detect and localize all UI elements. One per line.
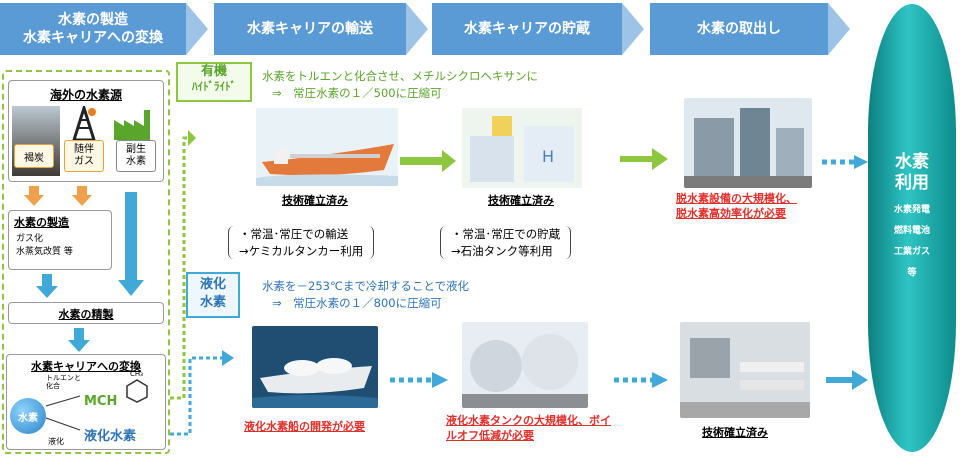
- liquefied-hydrogen-tag: 液化 水素: [186, 272, 240, 318]
- purification-box: [8, 302, 164, 324]
- arrow-to-use-icon: [826, 370, 868, 390]
- organic-extract-status: 脱水素設備の大規模化、 脱水素高効率化が必要: [676, 192, 797, 220]
- chevron-arrow-icon: [186, 3, 208, 55]
- hydrogen-use-list: 水素発電 燃料電池 工業ガス 等: [868, 200, 956, 285]
- step-transport-header: 水素キャリアの輸送: [214, 3, 406, 55]
- production-item: ガス化: [16, 234, 44, 244]
- arrow-icon: [400, 157, 444, 165]
- down-arrow-icon: [24, 186, 44, 206]
- down-arrow-icon: [36, 274, 58, 298]
- conversion-title: 水素キャリアへの変換: [31, 360, 141, 373]
- storage-note: ・常温･常圧での貯蔵 →石油タンク等利用: [440, 226, 572, 260]
- left-process-panel: [2, 70, 170, 454]
- storage-tank-image: H: [462, 108, 582, 188]
- step-extraction-header: 水素の取出し: [650, 3, 828, 55]
- chemical-tanker-image: [256, 108, 398, 186]
- liquefied-description: 水素を－253℃まで冷却することで液化 ⇒ 常圧水素の１／800に圧縮可: [262, 279, 470, 310]
- spherical-tank-image: [462, 322, 588, 408]
- liquefied-extraction-facility-image: [680, 322, 810, 418]
- production-item: 水蒸気改質 等: [16, 247, 73, 257]
- source-tag-byproduct: 副生 水素: [116, 140, 156, 172]
- hydrogen-circle: 水素: [10, 398, 46, 434]
- hydrogen-use-column: [868, 4, 956, 452]
- step-production-header: 水素の製造 水素キャリアへの変換: [0, 3, 186, 55]
- dotted-arrow-icon: [620, 148, 668, 170]
- production-title: 水素の製造: [14, 216, 69, 229]
- source-title: 海外の水素源: [49, 88, 122, 102]
- chevron-arrow-icon: [828, 3, 850, 55]
- down-arrow-icon: [72, 186, 92, 206]
- chevron-arrow-icon: [622, 3, 644, 55]
- use-item: 燃料電池: [893, 226, 930, 237]
- step-storage-header: 水素キャリアの貯蔵: [432, 3, 622, 55]
- liquid-hydrogen-label: 液化水素: [84, 429, 137, 444]
- toluene-label: トルエンと 化合: [46, 374, 81, 391]
- down-arrow-icon: [68, 328, 90, 352]
- liquefy-label: 液化: [48, 437, 64, 446]
- use-item: 等: [907, 268, 917, 279]
- liquefied-hydrogen-ship-image: [252, 326, 378, 408]
- organic-transport-status: 技術確立済み: [282, 194, 348, 207]
- organic-description: 水素をトルエンと化合させ、メチルシクロヘキサンに ⇒ 常圧水素の１／500に圧縮…: [262, 69, 538, 100]
- dotted-connector-blue: [170, 350, 234, 440]
- dotted-connector-green: [170, 124, 196, 400]
- liquefied-transport-status: 液化水素船の開発が必要: [244, 420, 365, 433]
- dotted-arrow-icon: [822, 154, 868, 169]
- arrow-head-icon: [442, 150, 456, 172]
- organic-hydride-tag: 有機 ﾊｲﾄﾞﾗｲﾄﾞ: [176, 62, 252, 102]
- hydrogen-use-title: 水素 利用: [895, 152, 929, 194]
- factory-icon: [110, 106, 160, 176]
- production-box: [8, 210, 112, 270]
- cyclohexane-ring-icon: [124, 378, 150, 404]
- purification-title: 水素の精製: [58, 308, 114, 321]
- conversion-arrows-icon: [40, 384, 86, 440]
- dotted-arrow-icon: [390, 372, 448, 388]
- organic-storage-status: 技術確立済み: [488, 194, 554, 207]
- liquefied-extract-status: 技術確立済み: [702, 426, 768, 439]
- transport-note: ・常温･常圧での輸送 →ケミカルタンカー利用: [228, 226, 375, 260]
- source-tag-associated-gas: 随伴 ガス: [64, 140, 104, 172]
- dotted-arrow-icon: [614, 372, 668, 388]
- liquefied-storage-status: 液化水素タンクの大規模化、ボイルオフ低減が必要: [446, 414, 611, 442]
- svg-text:H: H: [542, 147, 554, 166]
- long-down-arrow-icon: [118, 192, 144, 296]
- source-tag-lignite: 褐炭: [14, 144, 54, 168]
- mch-label: MCH: [84, 394, 118, 409]
- chevron-arrow-icon: [406, 3, 428, 55]
- ch3-label: CH₃: [130, 370, 143, 378]
- dehydrogenation-plant-image: [684, 98, 812, 188]
- use-item: 水素発電: [893, 205, 930, 215]
- use-item: 工業ガス: [893, 247, 930, 258]
